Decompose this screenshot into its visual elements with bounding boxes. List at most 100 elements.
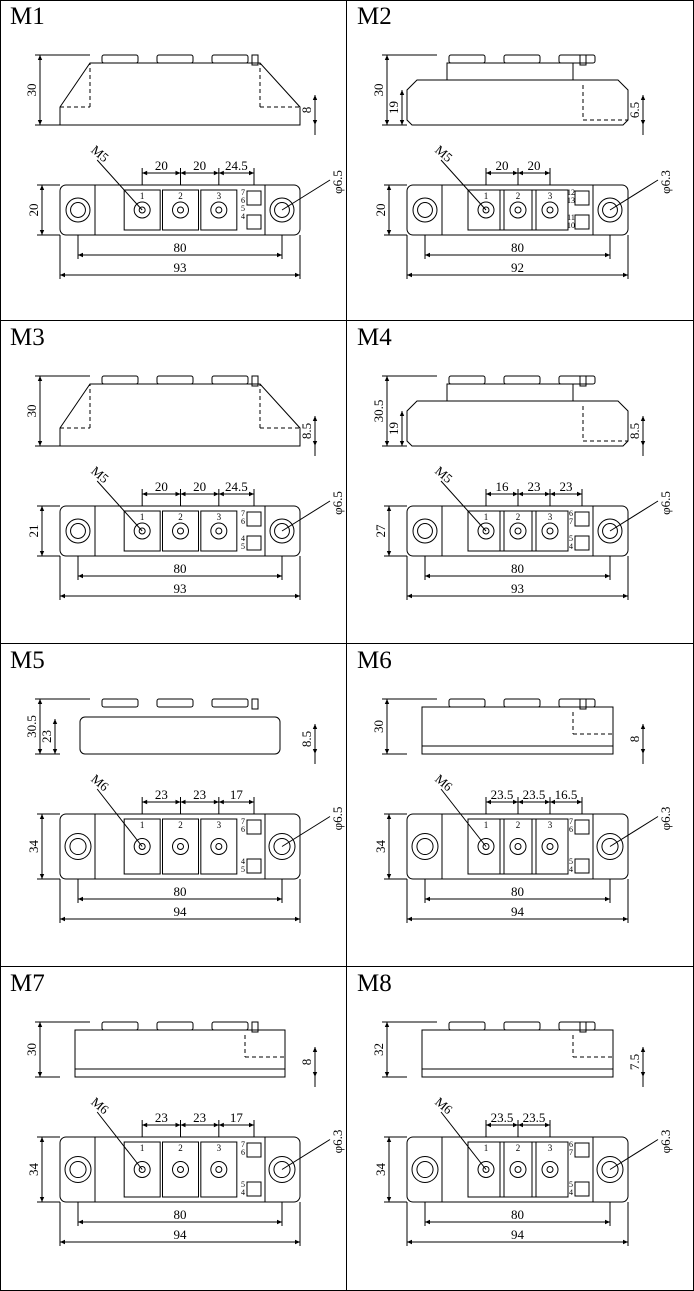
terminal-nut — [477, 838, 495, 855]
border-top — [0, 0, 694, 1]
terminal-stud — [215, 527, 223, 535]
aux-pin-number: 7 — [241, 188, 245, 197]
width-dimension-text: 34 — [373, 1163, 388, 1177]
side-view: 308.5 — [24, 375, 318, 456]
terminal-stud — [514, 527, 522, 535]
aux-pin-number: 13 — [567, 196, 575, 205]
terminal-number: 2 — [178, 820, 183, 830]
terminal-pitch-dimension-text: 17 — [230, 787, 244, 802]
mounting-hole-left-inner — [416, 1160, 434, 1179]
terminal-cap — [503, 375, 541, 385]
hole-leader — [609, 500, 659, 532]
arrowhead — [39, 185, 45, 190]
arrowhead — [518, 799, 523, 805]
hole-leader — [609, 1139, 659, 1170]
arrowhead — [142, 491, 148, 497]
arrowhead — [386, 230, 392, 235]
terminal-stud — [482, 527, 490, 535]
terminal-number: 1 — [484, 512, 489, 522]
terminal-stud — [177, 1166, 184, 1173]
arrowhead — [386, 814, 392, 819]
width-dimension-text: 21 — [26, 525, 41, 538]
arrowhead — [295, 593, 300, 599]
stud-size-text: M5 — [432, 463, 455, 486]
aux-tab — [251, 54, 259, 66]
panel-label: M3 — [10, 324, 45, 351]
terminal-pitch-dimension-text: 16 — [496, 479, 510, 494]
aux-tab — [579, 54, 587, 66]
terminal-stud — [514, 843, 522, 850]
terminal-number: 3 — [217, 1143, 222, 1153]
terminal-cap — [448, 54, 486, 64]
terminal-cap — [211, 54, 249, 64]
arrowhead — [37, 749, 43, 754]
arrowhead — [142, 170, 148, 176]
arrowhead — [277, 573, 282, 579]
arrowhead — [213, 1122, 219, 1128]
terminal-number: 3 — [548, 191, 553, 201]
mounting-hole-right-inner — [273, 1160, 291, 1179]
terminal-cap — [503, 54, 541, 64]
terminal-pitch-dimension-text: 16.5 — [555, 787, 578, 802]
arrowhead — [605, 896, 610, 902]
terminal-stud — [546, 843, 554, 850]
aux-pin-group-top — [574, 819, 590, 835]
terminal-cap — [101, 375, 139, 385]
aux-pin-group-top — [574, 190, 590, 206]
arrowhead — [640, 441, 646, 446]
arrowhead — [60, 916, 65, 922]
aux-pin-group-top — [246, 1142, 262, 1158]
terminal-block — [123, 818, 161, 875]
arrowhead — [39, 874, 45, 879]
arrowhead — [623, 272, 628, 278]
terminal-block — [200, 818, 238, 875]
arrowhead — [60, 593, 65, 599]
terminal-stud — [514, 1166, 522, 1173]
mounting-hole-right — [596, 1156, 624, 1183]
terminal-pitch-dimension-text: 23 — [155, 1110, 168, 1125]
arrowhead — [180, 799, 186, 805]
aux-pin-number: 6 — [569, 1140, 573, 1149]
overall-length-dimension-text: 94 — [511, 904, 525, 919]
arrowhead — [60, 1239, 65, 1245]
width-dimension-text: 34 — [26, 840, 41, 854]
terminal-cap — [558, 54, 596, 64]
terminal-block — [162, 1141, 199, 1198]
arrowhead — [399, 441, 405, 446]
width-dimension-text: 20 — [373, 204, 388, 217]
aux-pin-group-bottom — [246, 535, 262, 551]
arrowhead — [384, 441, 390, 446]
sub-height-dimension-text: 23 — [39, 730, 54, 743]
stud-size-text: M6 — [432, 1094, 456, 1117]
terminal-stud — [177, 843, 184, 850]
terminal-nut — [509, 201, 527, 219]
mounting-hole-left-inner — [416, 837, 434, 856]
housing-profile — [59, 383, 301, 447]
arrowhead — [52, 719, 58, 724]
terminal-pitch-dimension-text: 17 — [230, 1110, 244, 1125]
hole-leader — [609, 816, 659, 847]
arrowhead — [78, 896, 83, 902]
arrowhead — [37, 376, 43, 381]
aux-pin-group-top — [246, 511, 262, 527]
terminal-number: 3 — [217, 820, 222, 830]
terminal-pitch-dimension-text: 20 — [155, 158, 168, 173]
terminal-nut — [541, 201, 559, 219]
arrowhead — [39, 814, 45, 819]
terminal-cap — [448, 375, 486, 385]
terminal-cap — [101, 1021, 139, 1031]
terminal-pitch-dimension-text: 20 — [193, 158, 206, 173]
overall-length-dimension-text: 94 — [174, 904, 188, 919]
mounting-hole-right — [597, 197, 623, 223]
terminal-pitch-dimension-text: 24.5 — [225, 158, 248, 173]
